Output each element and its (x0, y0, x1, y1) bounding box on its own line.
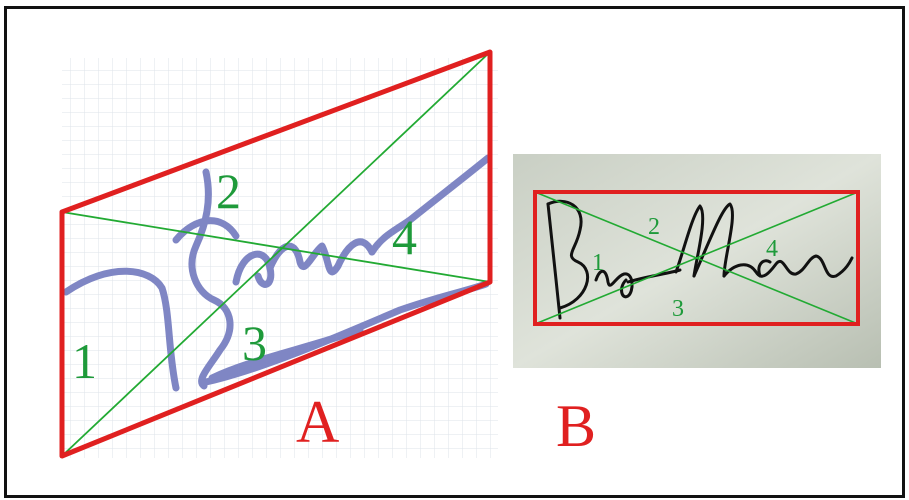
grid-paper-background (62, 58, 498, 458)
panel-label-b: B (556, 393, 596, 459)
region-number-1: 1 (72, 333, 97, 389)
region-number-4: 4 (392, 209, 417, 265)
diagonals-a (61, 51, 491, 457)
region-number-2: 2 (648, 214, 660, 240)
region-number-2: 2 (216, 163, 241, 219)
diagonal-line (534, 191, 859, 325)
region-number-3: 3 (672, 296, 684, 322)
diagonal-line (61, 51, 491, 457)
panel-label-a: A (296, 389, 339, 455)
diagonal-line (61, 211, 491, 283)
diagonals-b (534, 191, 859, 325)
panel-b: 1 2 3 4 B (513, 154, 881, 459)
region-number-3: 3 (242, 315, 267, 371)
bounding-parallelogram (59, 49, 493, 459)
region-number-4: 4 (766, 236, 778, 262)
panel-a: 1 2 3 4 A (59, 49, 498, 459)
region-number-1: 1 (592, 250, 604, 276)
bounding-rectangle (533, 190, 860, 326)
